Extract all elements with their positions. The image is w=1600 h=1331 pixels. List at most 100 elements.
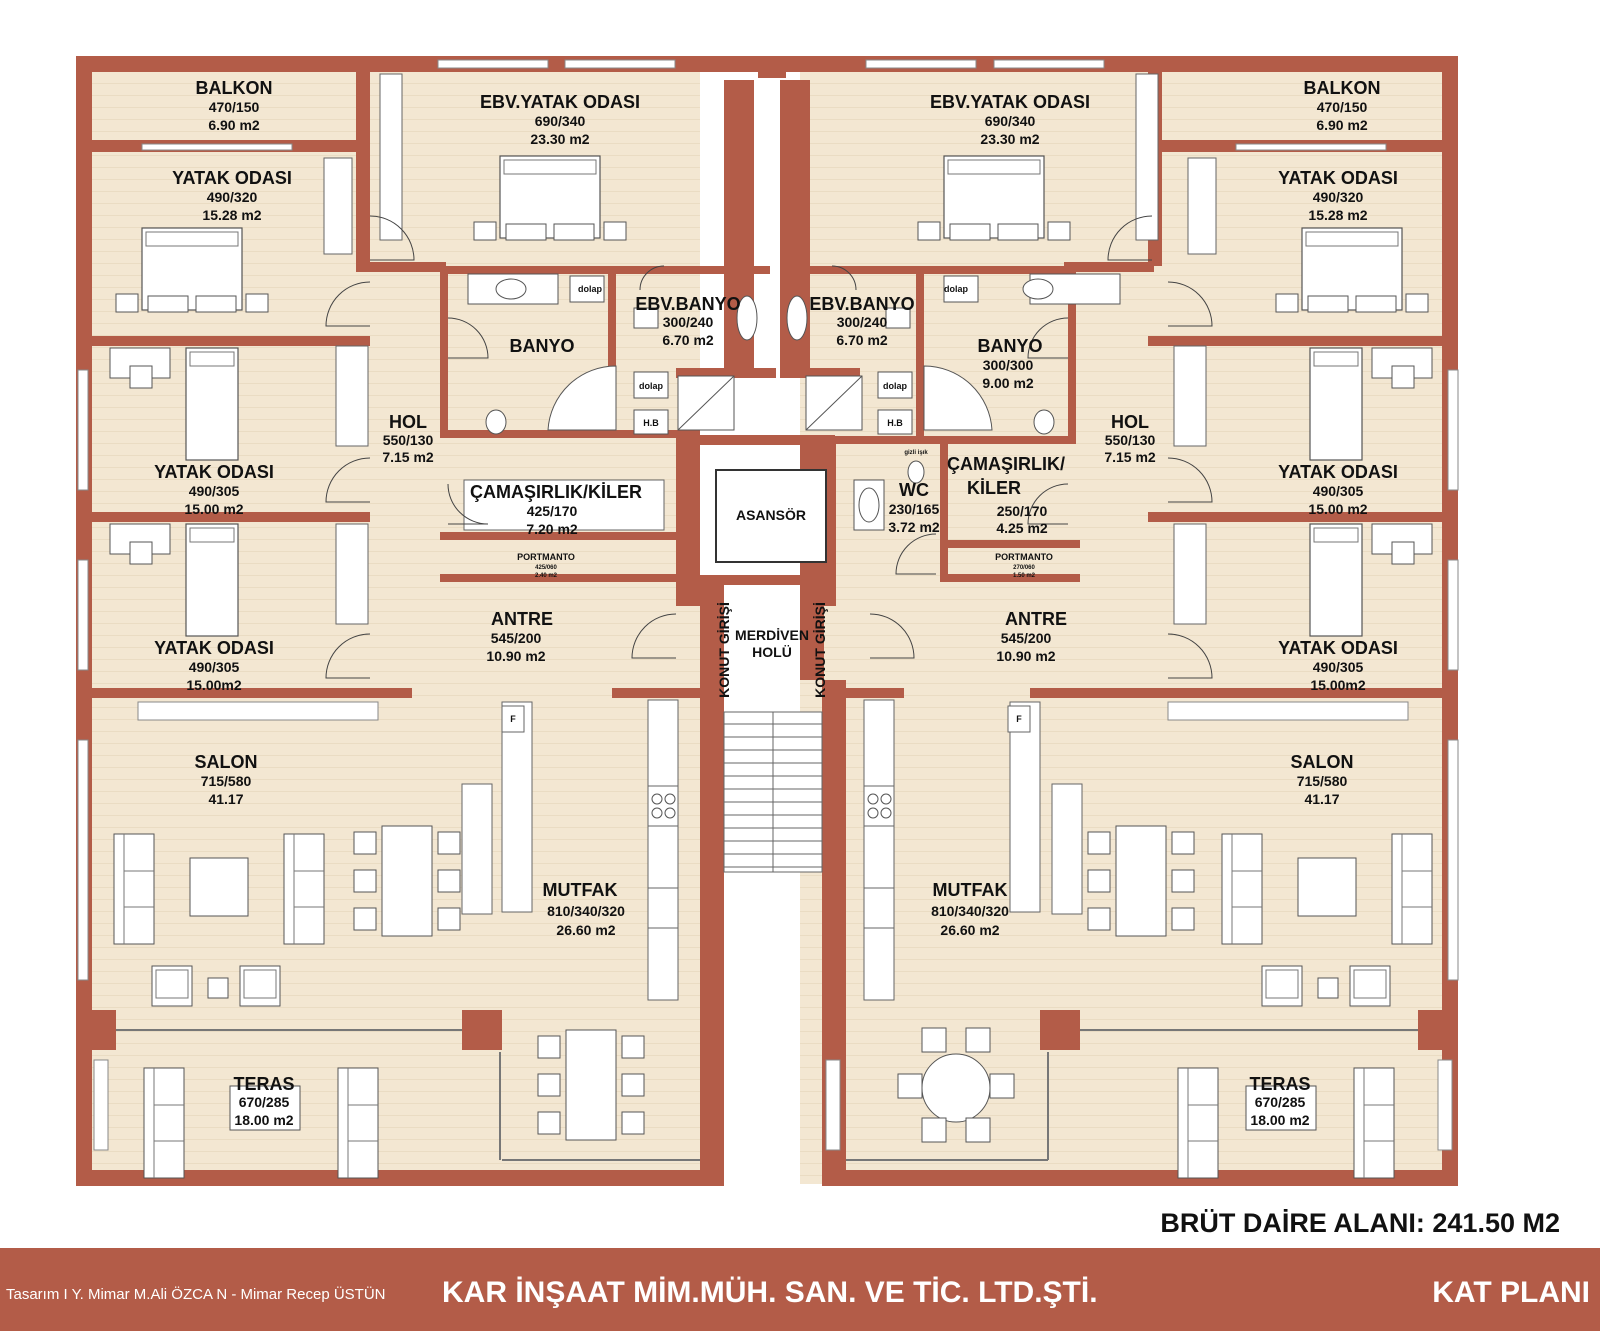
teras-left-name: TERAS: [233, 1074, 294, 1094]
yatak2-right-dims: 490/305: [1313, 483, 1364, 499]
wc-name: WC: [899, 480, 929, 500]
living-furniture: [113, 825, 1433, 1179]
merdiven-line-2: HOLÜ: [752, 644, 792, 660]
yatak3-right-area: 15.00m2: [1310, 677, 1365, 693]
teras-left-dims: 670/285: [239, 1094, 290, 1110]
salon-right-name: SALON: [1291, 752, 1354, 772]
yatak3-left-dims: 490/305: [189, 659, 240, 675]
banyo-right-name: BANYO: [977, 336, 1042, 356]
balkon-right-dims: 470/150: [1317, 99, 1368, 115]
ebv-banyo-right-name: EBV.BANYO: [809, 294, 914, 314]
ebv-yatak-right-name: EBV.YATAK ODASI: [930, 92, 1090, 112]
konut-girisi-right: KONUT GİRİŞİ: [812, 602, 828, 698]
door-swings: [325, 215, 1213, 679]
yatak3-right-dims: 490/305: [1313, 659, 1364, 675]
antre-right-area: 10.90 m2: [996, 648, 1055, 664]
antre-right-name: ANTRE: [1005, 609, 1067, 629]
antre-left-dims: 545/200: [491, 630, 542, 646]
f-right: F: [1016, 714, 1022, 724]
salon-left-dims: 715/580: [201, 773, 252, 789]
wc-area: 3.72 m2: [888, 519, 940, 535]
footer-company-name: KAR İNŞAAT MİM.MÜH. SAN. VE TİC. LTD.ŞTİ…: [442, 1276, 1098, 1309]
hol-left-name: HOL: [389, 412, 427, 432]
dolap-right-2: dolap: [883, 381, 908, 391]
asansor-label: ASANSÖR: [736, 507, 806, 523]
balkon-right-name: BALKON: [1304, 78, 1381, 98]
merdiven-line-1: MERDİVEN: [735, 627, 809, 643]
yatak2-right-area: 15.00 m2: [1308, 501, 1367, 517]
portmanto-right-name: PORTMANTO: [995, 552, 1053, 562]
floor-fill: [78, 58, 1458, 1184]
portmanto-left-area: 2.40 m2: [535, 573, 558, 579]
hol-right-area: 7.15 m2: [1104, 449, 1156, 465]
yatak1-right-area: 15.28 m2: [1308, 207, 1367, 223]
yatak1-left-dims: 490/320: [207, 189, 258, 205]
yatak3-left-name: YATAK ODASI: [154, 638, 274, 658]
ebv-yatak-left-dims: 690/340: [535, 113, 586, 129]
wc-note: gizli işık: [904, 450, 928, 456]
dolap-left-2: dolap: [639, 381, 664, 391]
hb-right: H.B: [887, 418, 903, 428]
teras-right-name: TERAS: [1249, 1074, 1310, 1094]
ebv-banyo-right-dims: 300/240: [837, 314, 888, 330]
yatak1-left-area: 15.28 m2: [202, 207, 261, 223]
bathroom-fixtures: [467, 273, 1121, 531]
balkon-left-name: BALKON: [196, 78, 273, 98]
portmanto-right-area: 1.50 m2: [1013, 573, 1036, 579]
balkon-right-area: 6.90 m2: [1316, 117, 1368, 133]
wc-dims: 230/165: [889, 501, 940, 517]
ebv-banyo-left-name: EBV.BANYO: [635, 294, 740, 314]
salon-right-area: 41.17: [1304, 791, 1339, 807]
mutfak-left-area: 26.60 m2: [556, 922, 615, 938]
wardrobes: [323, 73, 1217, 1001]
salon-left-name: SALON: [195, 752, 258, 772]
teras-right-dims: 670/285: [1255, 1094, 1306, 1110]
ebv-yatak-right-area: 23.30 m2: [980, 131, 1039, 147]
konut-girisi-left: KONUT GİRİŞİ: [716, 602, 732, 698]
kitchen-counters: [647, 785, 895, 929]
ebv-yatak-right-dims: 690/340: [985, 113, 1036, 129]
camasirlik-left-area: 7.20 m2: [526, 521, 578, 537]
hb-left: H.B: [643, 418, 659, 428]
yatak1-right-dims: 490/320: [1313, 189, 1364, 205]
hol-right-name: HOL: [1111, 412, 1149, 432]
windows: [77, 59, 1459, 1151]
antre-left-name: ANTRE: [491, 609, 553, 629]
hol-left-dims: 550/130: [383, 432, 434, 448]
room-labels: BALKON 470/150 6.90 m2 BALKON 470/150 6.…: [154, 78, 1398, 1131]
yatak2-left-area: 15.00 m2: [184, 501, 243, 517]
gross-area-total: BRÜT DAİRE ALANI: 241.50 M2: [1160, 1208, 1560, 1238]
yatak1-left-name: YATAK ODASI: [172, 168, 292, 188]
antre-right-dims: 545/200: [1001, 630, 1052, 646]
yatak2-left-name: YATAK ODASI: [154, 462, 274, 482]
portmanto-left-dims: 425/060: [535, 565, 557, 571]
f-left: F: [510, 714, 516, 724]
dolap-right: dolap: [944, 284, 969, 294]
hol-right-dims: 550/130: [1105, 432, 1156, 448]
hol-left-area: 7.15 m2: [382, 449, 434, 465]
balkon-left-area: 6.90 m2: [208, 117, 260, 133]
mutfak-right-area: 26.60 m2: [940, 922, 999, 938]
yatak2-right-name: YATAK ODASI: [1278, 462, 1398, 482]
teras-left-area: 18.00 m2: [234, 1112, 293, 1128]
footer-design-credit: Tasarım I Y. Mimar M.Ali ÖZCA N - Mimar …: [6, 1286, 386, 1303]
staircase: [723, 711, 823, 873]
banyo-right-area: 9.00 m2: [982, 375, 1034, 391]
dolap-left: dolap: [578, 284, 603, 294]
ebv-yatak-left-name: EBV.YATAK ODASI: [480, 92, 640, 112]
portmanto-right-dims: 270/060: [1013, 565, 1035, 571]
portmanto-left-name: PORTMANTO: [517, 552, 575, 562]
yatak2-left-dims: 490/305: [189, 483, 240, 499]
yatak3-left-area: 15.00m2: [186, 677, 241, 693]
balkon-left-dims: 470/150: [209, 99, 260, 115]
mutfak-left-name: MUTFAK: [543, 880, 618, 900]
camasirlik-right-name-2: KİLER: [967, 478, 1021, 498]
antre-left-area: 10.90 m2: [486, 648, 545, 664]
teras-right-area: 18.00 m2: [1250, 1112, 1309, 1128]
camasirlik-left-dims: 425/170: [527, 503, 578, 519]
camasirlik-right-dims: 250/170: [997, 503, 1048, 519]
salon-right-dims: 715/580: [1297, 773, 1348, 789]
ebv-yatak-left-area: 23.30 m2: [530, 131, 589, 147]
floor-plan: BALKON 470/150 6.90 m2 BALKON 470/150 6.…: [76, 56, 1459, 1186]
footer-bar: Tasarım I Y. Mimar M.Ali ÖZCA N - Mimar …: [0, 1248, 1600, 1331]
